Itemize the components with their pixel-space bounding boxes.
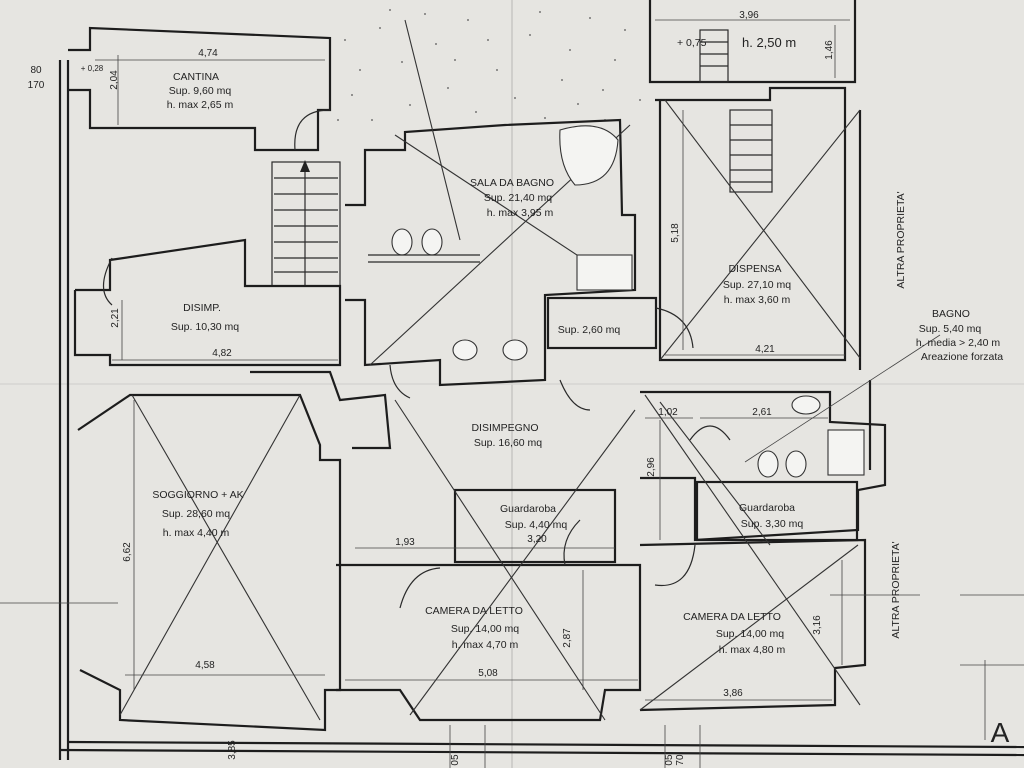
soggiorno-area: Sup. 28,60 mq (162, 508, 230, 520)
dim-top-h: 1,46 (824, 40, 835, 60)
sink-icon (452, 339, 478, 361)
bidet-icon (391, 228, 413, 256)
dim-left-a: 80 (30, 65, 42, 76)
disimpegno-area: Sup. 16,60 mq (474, 437, 542, 449)
bagno-note: Areazione forzata (921, 351, 1003, 363)
dim-bottom-a: 3,85 (227, 740, 238, 760)
disimpegno-name: DISIMPEGNO (471, 422, 538, 434)
dim-cantina-w: 4,74 (198, 48, 218, 59)
dim-bottom-b: 05 (450, 754, 461, 766)
dimension-values: 4,74 2,04 3,96 1,46 80 170 5,18 4,21 2,2… (28, 10, 835, 766)
dim-dispensa-h: 5,18 (670, 223, 681, 243)
dim-cantina-h: 2,04 (109, 70, 120, 90)
bagno-area: Sup. 5,40 mq (919, 323, 982, 335)
soggiorno-height: h. max 4,40 m (163, 527, 230, 539)
dim-bottom-d: 70 (675, 754, 686, 766)
bathroom-fixtures (368, 125, 865, 478)
dim-camera2-w: 3,86 (723, 688, 743, 699)
scala-height: h. 2,50 m (742, 35, 796, 50)
dispensa-height: h. max 3,60 m (724, 294, 791, 306)
camera-1-height: h. max 4,70 m (452, 639, 519, 651)
walls (58, 0, 1024, 760)
dim-bagno-h: 2,96 (646, 457, 657, 477)
section-marker: A (991, 717, 1010, 748)
guardaroba-1-name: Guardaroba (500, 503, 556, 515)
guardaroba-2-area: Sup. 3,30 mq (741, 518, 804, 530)
ripostiglio-area: Sup. 2,60 mq (558, 324, 621, 336)
shower-icon (576, 254, 633, 291)
exterior-stipple (337, 9, 641, 121)
dim-left-b: 170 (28, 80, 45, 91)
camera-2-height: h. max 4,80 m (719, 644, 786, 656)
sink-icon-2 (502, 339, 528, 361)
cantina-area: Sup. 9,60 mq (169, 85, 232, 97)
cantina-step-level: + 0,28 (81, 64, 104, 73)
dim-corr-w: 1,93 (395, 537, 415, 548)
toilet-icon-2 (785, 450, 807, 478)
cantina-height: h. max 2,65 m (167, 99, 234, 111)
bathtub-icon (559, 125, 619, 186)
dim-disimp-h: 2,21 (110, 308, 121, 328)
dim-sogg-h: 6,62 (122, 542, 133, 562)
guardaroba-2-name: Guardaroba (739, 502, 795, 514)
dim-disimp-w: 4,82 (212, 348, 232, 359)
camera-2-name: CAMERA DA LETTO (683, 611, 781, 623)
dim-sogg-w: 4,58 (195, 660, 215, 671)
side-labels: ALTRA PROPRIETA' ALTRA PROPRIETA' A (890, 191, 1010, 748)
scala-level: + 0,75 (677, 37, 707, 49)
disimp-name: DISIMP. (183, 302, 221, 314)
dim-bagno-w1: 1,02 (658, 407, 678, 418)
dim-camera1-h: 2,87 (562, 628, 573, 648)
altra-proprieta-bottom: ALTRA PROPRIETA' (890, 541, 902, 638)
camera-1-name: CAMERA DA LETTO (425, 605, 523, 617)
bagno-name: BAGNO (932, 308, 970, 320)
soggiorno-name: SOGGIORNO + AK (152, 489, 243, 501)
room-labels: CANTINA Sup. 9,60 mq h. max 2,65 m SALA … (81, 35, 1004, 656)
sala-bagno-height: h. max 3,95 m (487, 207, 554, 219)
camera-2-area: Sup. 14,00 mq (716, 628, 784, 640)
stairs (274, 29, 773, 285)
dispensa-area: Sup. 27,10 mq (723, 279, 791, 291)
dimension-lines (0, 19, 1024, 768)
dim-top-w: 3,96 (739, 10, 759, 21)
dim-dispensa-w: 4,21 (755, 344, 775, 355)
dispensa-name: DISPENSA (728, 263, 781, 275)
cantina-name: CANTINA (173, 71, 219, 83)
sink-icon-3 (791, 395, 821, 415)
camera-1-area: Sup. 14,00 mq (451, 623, 519, 635)
dim-guard-w: 3,20 (527, 534, 547, 545)
disimp-area: Sup. 10,30 mq (171, 321, 239, 333)
altra-proprieta-top: ALTRA PROPRIETA' (895, 191, 907, 288)
sala-bagno-area: Sup. 21,40 mq (484, 192, 552, 204)
shower-icon-2 (827, 429, 865, 476)
bidet-icon-2 (757, 450, 779, 478)
toilet-icon (421, 228, 443, 256)
dim-bagno-w2: 2,61 (752, 407, 772, 418)
dim-bottom-c: 05 (664, 754, 675, 766)
dim-camera2-h: 3,16 (812, 615, 823, 635)
bagno-height: h. media > 2,40 m (916, 337, 1001, 349)
door-swings (102, 109, 731, 609)
guardaroba-1-area: Sup. 4,40 mq (505, 519, 568, 531)
dim-camera1-w: 5,08 (478, 668, 498, 679)
sala-bagno-name: SALA DA BAGNO (470, 177, 554, 189)
